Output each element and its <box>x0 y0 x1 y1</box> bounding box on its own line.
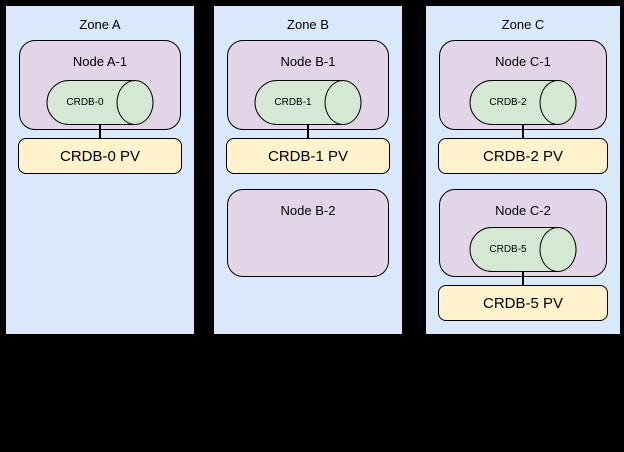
pv-crdb-2-label: CRDB-2 PV <box>482 147 564 165</box>
node-b-2: Node B-2 <box>227 189 389 277</box>
zone-c-label: Zone C <box>501 17 545 32</box>
pod-crdb-2: CRDB-2 <box>469 80 577 125</box>
pv-crdb-1-label: CRDB-1 PV <box>267 147 349 165</box>
pod-crdb-2-label: CRDB-2 <box>489 97 527 108</box>
pod-crdb-1-label: CRDB-1 <box>274 97 312 108</box>
zone-a: Zone A Node A-1 CRDB-0 CRDB-0 PV <box>4 4 196 336</box>
zone-b: Zone B Node B-1 CRDB-1 CRDB-1 PV Node B-… <box>212 4 404 336</box>
pod-crdb-1: CRDB-1 <box>254 80 362 125</box>
pod-crdb-5: CRDB-5 <box>469 227 577 272</box>
zone-a-label: Zone A <box>79 17 121 32</box>
cylinder-cap <box>539 227 577 272</box>
zone-c: Zone C Node C-1 CRDB-2 CRDB-2 PV Node C-… <box>424 4 622 336</box>
pv-crdb-1: CRDB-1 PV <box>226 138 390 174</box>
pod-crdb-5-label: CRDB-5 <box>489 244 527 255</box>
cylinder-cap <box>324 80 362 125</box>
node-c-1-label: Node C-1 <box>495 54 551 69</box>
cylinder-cap <box>539 80 577 125</box>
node-b-1-label: Node B-1 <box>280 54 336 69</box>
connector-line <box>522 124 524 140</box>
connector-line <box>307 124 309 140</box>
pv-crdb-0-label: CRDB-0 PV <box>59 147 141 165</box>
node-c-1: Node C-1 CRDB-2 <box>439 40 607 130</box>
connector-line <box>99 124 101 140</box>
pod-crdb-0: CRDB-0 <box>46 80 154 125</box>
pv-crdb-5: CRDB-5 PV <box>438 285 608 321</box>
pod-crdb-0-label: CRDB-0 <box>66 97 104 108</box>
zone-b-label: Zone B <box>287 17 329 32</box>
connector-line <box>522 272 524 287</box>
node-b-2-label: Node B-2 <box>280 203 336 218</box>
pv-crdb-2: CRDB-2 PV <box>438 138 608 174</box>
node-b-1: Node B-1 CRDB-1 <box>227 40 389 130</box>
node-a-1: Node A-1 CRDB-0 <box>19 40 181 130</box>
node-c-2-label: Node C-2 <box>495 203 551 218</box>
pv-crdb-5-label: CRDB-5 PV <box>482 294 564 312</box>
cylinder-cap <box>116 80 154 125</box>
node-a-1-label: Node A-1 <box>72 54 128 69</box>
pv-crdb-0: CRDB-0 PV <box>18 138 182 174</box>
node-c-2: Node C-2 CRDB-5 <box>439 189 607 277</box>
